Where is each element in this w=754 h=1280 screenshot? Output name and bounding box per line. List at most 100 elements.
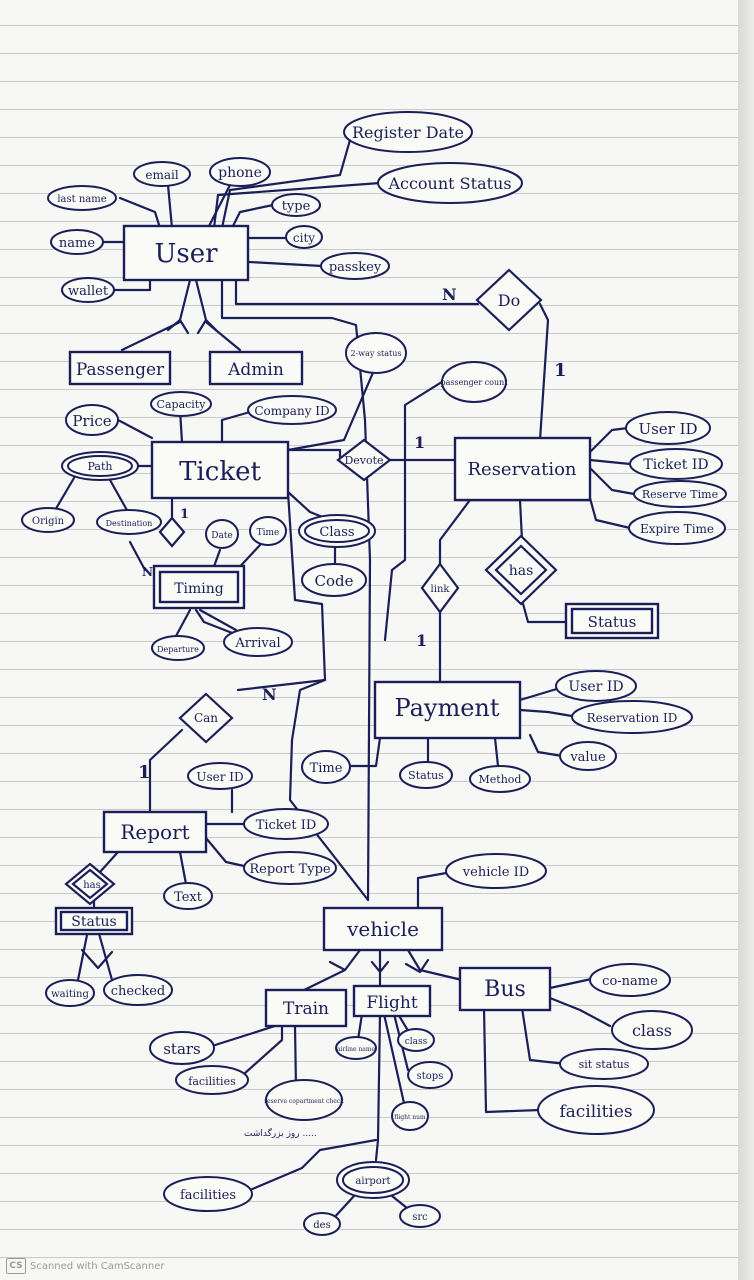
card-timing-n: N xyxy=(142,565,153,579)
entity-ticket-label: Ticket xyxy=(179,457,261,487)
attr-bus-facilities: facilities xyxy=(559,1102,632,1122)
attr-co-name: co-name xyxy=(602,974,658,989)
entity-bus-label: Bus xyxy=(484,977,526,1002)
entity-timing: Timing xyxy=(152,564,246,610)
attr-expire-time: Expire Time xyxy=(640,522,714,536)
attr-register-date: Register Date xyxy=(352,123,464,142)
attr-city: city xyxy=(293,231,315,245)
attr-des: des xyxy=(313,1220,330,1231)
attr-sit-status: sit status xyxy=(579,1058,630,1071)
attr-airport: airport xyxy=(355,1176,390,1187)
attributes-user: email phone last name name wallet type c… xyxy=(47,111,523,303)
entity-status-report: Status xyxy=(54,906,134,936)
entity-ticket: Ticket xyxy=(150,440,290,500)
attributes-report: User ID Ticket ID Report Type Text waiti… xyxy=(45,762,337,1007)
attr-type: type xyxy=(282,199,311,214)
scribble-note: روز بزرگداشت ..... xyxy=(244,1127,317,1139)
card-do-reservation: 1 xyxy=(554,360,567,381)
attr-src: src xyxy=(412,1212,428,1223)
entity-payment: Payment xyxy=(373,680,522,740)
attr-capacity: Capacity xyxy=(157,398,207,411)
attr-name: name xyxy=(59,236,95,251)
entity-user-label: User xyxy=(154,239,218,269)
attr-arrival: Arrival xyxy=(234,636,280,651)
attr-flight-facilities: facilities xyxy=(180,1188,236,1203)
camscanner-text: Scanned with CamScanner xyxy=(30,1260,165,1272)
attr-pay-time: Time xyxy=(310,761,343,776)
attr-2-way-status: 2-way status xyxy=(350,349,401,358)
relationship-can-label: Can xyxy=(194,711,218,725)
attr-reserve-time: Reserve Time xyxy=(642,488,718,501)
attr-passkey: passkey xyxy=(329,260,382,275)
attr-price: Price xyxy=(72,412,111,430)
attr-flight-class: class xyxy=(405,1037,428,1047)
attr-report-type: Report Type xyxy=(249,862,331,877)
camscanner-watermark: CS Scanned with CamScanner xyxy=(6,1257,165,1275)
entity-vehicle: vehicle xyxy=(322,906,444,952)
attr-flight-num: flight num xyxy=(394,1114,426,1121)
relationship-has-reservation: has xyxy=(484,534,558,606)
entity-train-label: Train xyxy=(283,999,329,1019)
relationship-link-label: link xyxy=(431,584,451,595)
attr-passenger-count: passenger count xyxy=(440,378,508,387)
attr-pay-user-id: User ID xyxy=(568,679,623,695)
card-user-do: N xyxy=(442,285,457,304)
entity-passenger-label: Passenger xyxy=(76,360,165,380)
card-can-n: N xyxy=(262,685,277,704)
attributes-flight: airline name class stops flight num faci… xyxy=(163,1028,453,1236)
entity-admin-label: Admin xyxy=(227,360,284,380)
entity-passenger: Passenger xyxy=(68,350,172,386)
attr-class: Class xyxy=(319,525,354,540)
cardinalities: N 1 1 1 N 1 N 1 xyxy=(138,285,567,783)
attr-departure: Departure xyxy=(157,645,199,654)
attributes-bus: co-name class sit status facilities xyxy=(537,963,693,1135)
relationship-do-label: Do xyxy=(498,291,520,310)
relationship-can: Can xyxy=(178,692,234,744)
attr-company-id: Company ID xyxy=(254,404,329,418)
attr-date: Date xyxy=(211,531,233,541)
entity-vehicle-label: vehicle xyxy=(346,917,419,941)
card-ticket-devote: 1 xyxy=(414,433,425,452)
attr-value: value xyxy=(569,750,606,765)
attr-method: Method xyxy=(479,773,522,786)
attr-origin: Origin xyxy=(32,516,65,527)
attr-train-facilities: facilities xyxy=(188,1075,236,1088)
attr-code: Code xyxy=(315,572,354,590)
entity-bus: Bus xyxy=(458,966,552,1012)
attr-destination: Destination xyxy=(106,519,153,528)
attr-rep-user-id: User ID xyxy=(196,770,243,784)
entity-reservation-label: Reservation xyxy=(467,459,576,480)
attr-account-status: Account Status xyxy=(387,174,511,193)
relationship-link: link xyxy=(420,562,460,614)
attr-text: Text xyxy=(174,890,203,905)
entity-status-report-label: Status xyxy=(71,914,116,930)
attributes-train: stars facilities reserve copartment chec… xyxy=(149,1031,344,1121)
attributes-payment: User ID Reservation ID value Time Status… xyxy=(301,670,693,793)
relationship-devote-label: Devote xyxy=(344,454,383,467)
relationship-devote: Devote xyxy=(336,438,392,482)
attr-bus-class: class xyxy=(632,1021,672,1040)
relationship-path-timing xyxy=(158,516,186,548)
entity-timing-label: Timing xyxy=(174,581,224,597)
entity-report: Report xyxy=(102,810,208,854)
relationship-has-report-label: has xyxy=(83,880,101,891)
card-can-report: 1 xyxy=(138,762,151,783)
card-path-timing: 1 xyxy=(180,507,189,522)
entity-user: User xyxy=(122,224,250,282)
attributes-vehicle: vehicle ID xyxy=(445,853,547,889)
entity-train: Train xyxy=(264,988,348,1028)
attr-pay-reservation-id: Reservation ID xyxy=(587,711,678,725)
relationship-has-report: has xyxy=(64,862,116,906)
attr-vehicle-id: vehicle ID xyxy=(462,865,529,880)
attr-stops: stops xyxy=(417,1071,444,1082)
page-edge xyxy=(738,0,754,1280)
entity-admin: Admin xyxy=(208,350,304,386)
entity-status-reservation: Status xyxy=(564,602,660,640)
entity-report-label: Report xyxy=(120,820,189,844)
entity-flight: Flight xyxy=(352,984,432,1018)
attr-time: Time xyxy=(257,528,280,538)
attr-airline-name: airline name xyxy=(337,1046,376,1053)
attr-path: Path xyxy=(88,460,113,473)
